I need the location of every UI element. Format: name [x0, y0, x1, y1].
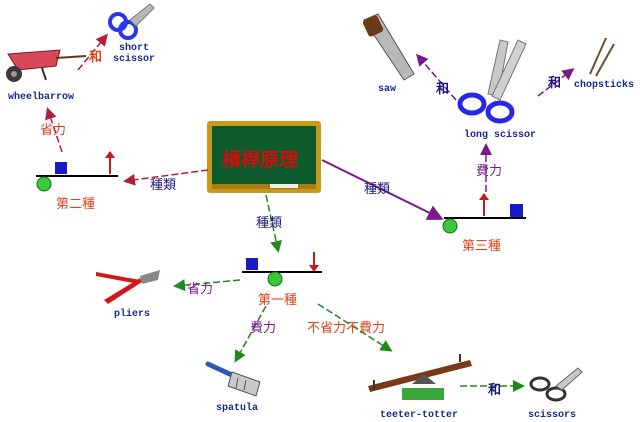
- pliers-label: pliers: [114, 309, 151, 320]
- connectors: [45, 33, 575, 392]
- short-scissor-label: short scissor: [113, 43, 156, 65]
- center-title: 槓桿原理: [222, 149, 299, 171]
- saw-icon: [362, 13, 415, 81]
- wheelbarrow-label: wheelbarrow: [8, 92, 75, 103]
- kind-label-center: 種類: [256, 216, 283, 231]
- scissors-bottom-icon: [529, 367, 583, 402]
- third-class-label: 第三種: [462, 239, 502, 254]
- and-label-saw: 和: [436, 82, 450, 97]
- spatula-icon: [205, 361, 261, 397]
- wheelbarrow-icon: [6, 49, 87, 82]
- first-effort-label: 費力: [250, 321, 277, 336]
- scissors-label: scissors: [528, 410, 577, 421]
- and-label-scissors: 和: [488, 383, 502, 398]
- second-class-label: 第二種: [56, 197, 96, 212]
- chalkboard-icon: [207, 121, 321, 193]
- kind-label-right: 種類: [364, 182, 391, 197]
- first-save-label: 省力: [187, 282, 214, 297]
- and-label-scissor: 和: [89, 50, 103, 65]
- third-class-lever-icon: [442, 193, 526, 234]
- pliers-icon: [96, 270, 160, 304]
- long-scissor-icon: [457, 39, 527, 124]
- second-class-lever-icon: [36, 151, 118, 192]
- first-class-label: 第一種: [258, 293, 298, 308]
- spatula-label: spatula: [216, 403, 259, 414]
- chopsticks-icon: [589, 37, 615, 77]
- teeter-totter-label: teeter-totter: [380, 410, 459, 421]
- and-label-chopsticks: 和: [548, 76, 562, 91]
- seesaw-icon: [368, 354, 472, 400]
- third-effort-label: 費力: [476, 164, 503, 179]
- long-scissor-label: long scissor: [464, 130, 537, 141]
- scissors-icon: [108, 3, 155, 40]
- first-class-lever-icon: [242, 252, 322, 287]
- kind-label-left: 種類: [150, 178, 177, 193]
- second-save-label: 省力: [40, 123, 67, 138]
- chopsticks-label: chopsticks: [574, 80, 635, 91]
- first-neither-label: 不省力不費力: [307, 321, 386, 336]
- saw-label: saw: [378, 84, 397, 95]
